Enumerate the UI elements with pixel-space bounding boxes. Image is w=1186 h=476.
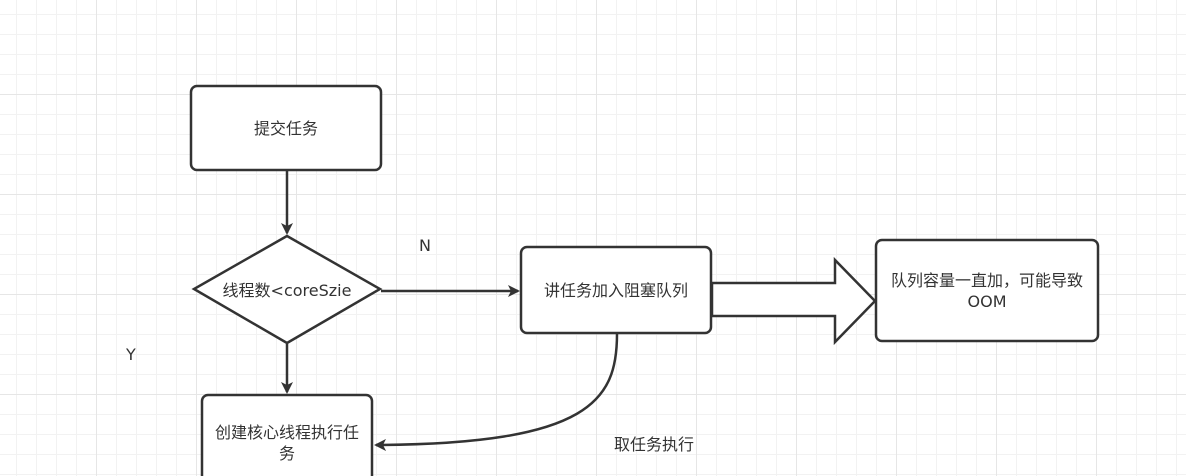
submit-task-box[interactable] — [189, 84, 383, 172]
create-core-thread-label: 创建核心线程执行任务 — [214, 423, 359, 463]
oom-label: 队列容量一直加，可能导致OOM — [890, 270, 1083, 311]
block-arrow-to-oom — [710, 256, 877, 346]
edge-label-yes: Y — [126, 345, 136, 364]
submit-task-label: 提交任务 — [253, 118, 318, 138]
decision-diamond[interactable] — [191, 234, 383, 345]
create-core-thread-box[interactable] — [200, 393, 374, 476]
decision-label: 线程数<coreSzie — [222, 280, 352, 300]
enqueue-label: 讲任务加入阻塞队列 — [543, 280, 688, 300]
oom-box[interactable] — [874, 238, 1100, 343]
edge-label-no: N — [419, 236, 431, 255]
arrow-queue-to-create — [374, 333, 619, 451]
edge-label-take-task: 取任务执行 — [614, 435, 695, 454]
